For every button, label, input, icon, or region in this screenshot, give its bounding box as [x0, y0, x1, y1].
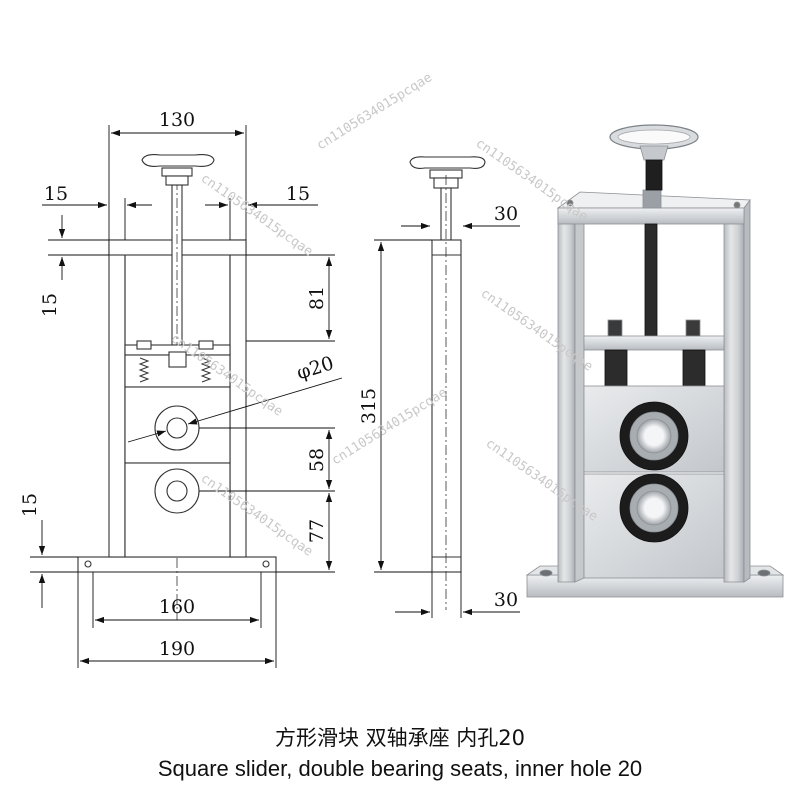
dim-total-height-label: 315 [358, 388, 380, 424]
front-left-column [108, 239, 126, 558]
caption-english: Square slider, double bearing seats, inn… [157, 756, 643, 781]
watermark-text: cn1105634015pcqae [473, 136, 591, 225]
product-right-column [723, 207, 745, 583]
dim-right-margin-label: 15 [286, 183, 310, 205]
dim-bolt-spacing-label: 160 [159, 596, 195, 618]
front-view [77, 154, 277, 620]
product-image [525, 124, 785, 598]
caption-chinese: 方形滑块 双轴承座 内孔20 [274, 726, 526, 750]
side-dimensions [374, 222, 520, 618]
dim-upper-gap-label: 81 [306, 286, 328, 310]
front-dimensions [30, 125, 343, 668]
dim-left-margin-label: 15 [44, 183, 68, 205]
dim-side-base-width-label: 30 [494, 589, 518, 611]
dim-top-bar-label: 15 [39, 293, 61, 317]
front-upper-bearing-block [124, 386, 231, 464]
side-handwheel [409, 156, 486, 169]
product-right-spring [682, 349, 706, 387]
side-column [431, 239, 462, 573]
dim-width-top-label: 130 [159, 109, 195, 131]
front-handwheel [141, 154, 215, 167]
product-left-column [557, 207, 576, 583]
dim-base-width-label: 190 [159, 638, 195, 660]
product-left-spring [604, 349, 628, 387]
dim-base-thickness-label: 15 [19, 493, 41, 517]
dim-hole-diameter-label: φ20 [294, 352, 336, 384]
product-slider-bar [583, 335, 725, 351]
dim-hole-spacing-label: 58 [306, 448, 328, 472]
product-lead-screw [644, 223, 658, 337]
dim-side-top-width-label: 30 [494, 203, 518, 225]
watermark-text: cn1105634015pcqae [314, 70, 435, 153]
front-lower-bearing-block [124, 462, 231, 558]
dim-lower-hole-label: 77 [306, 519, 328, 543]
side-view [409, 156, 486, 610]
